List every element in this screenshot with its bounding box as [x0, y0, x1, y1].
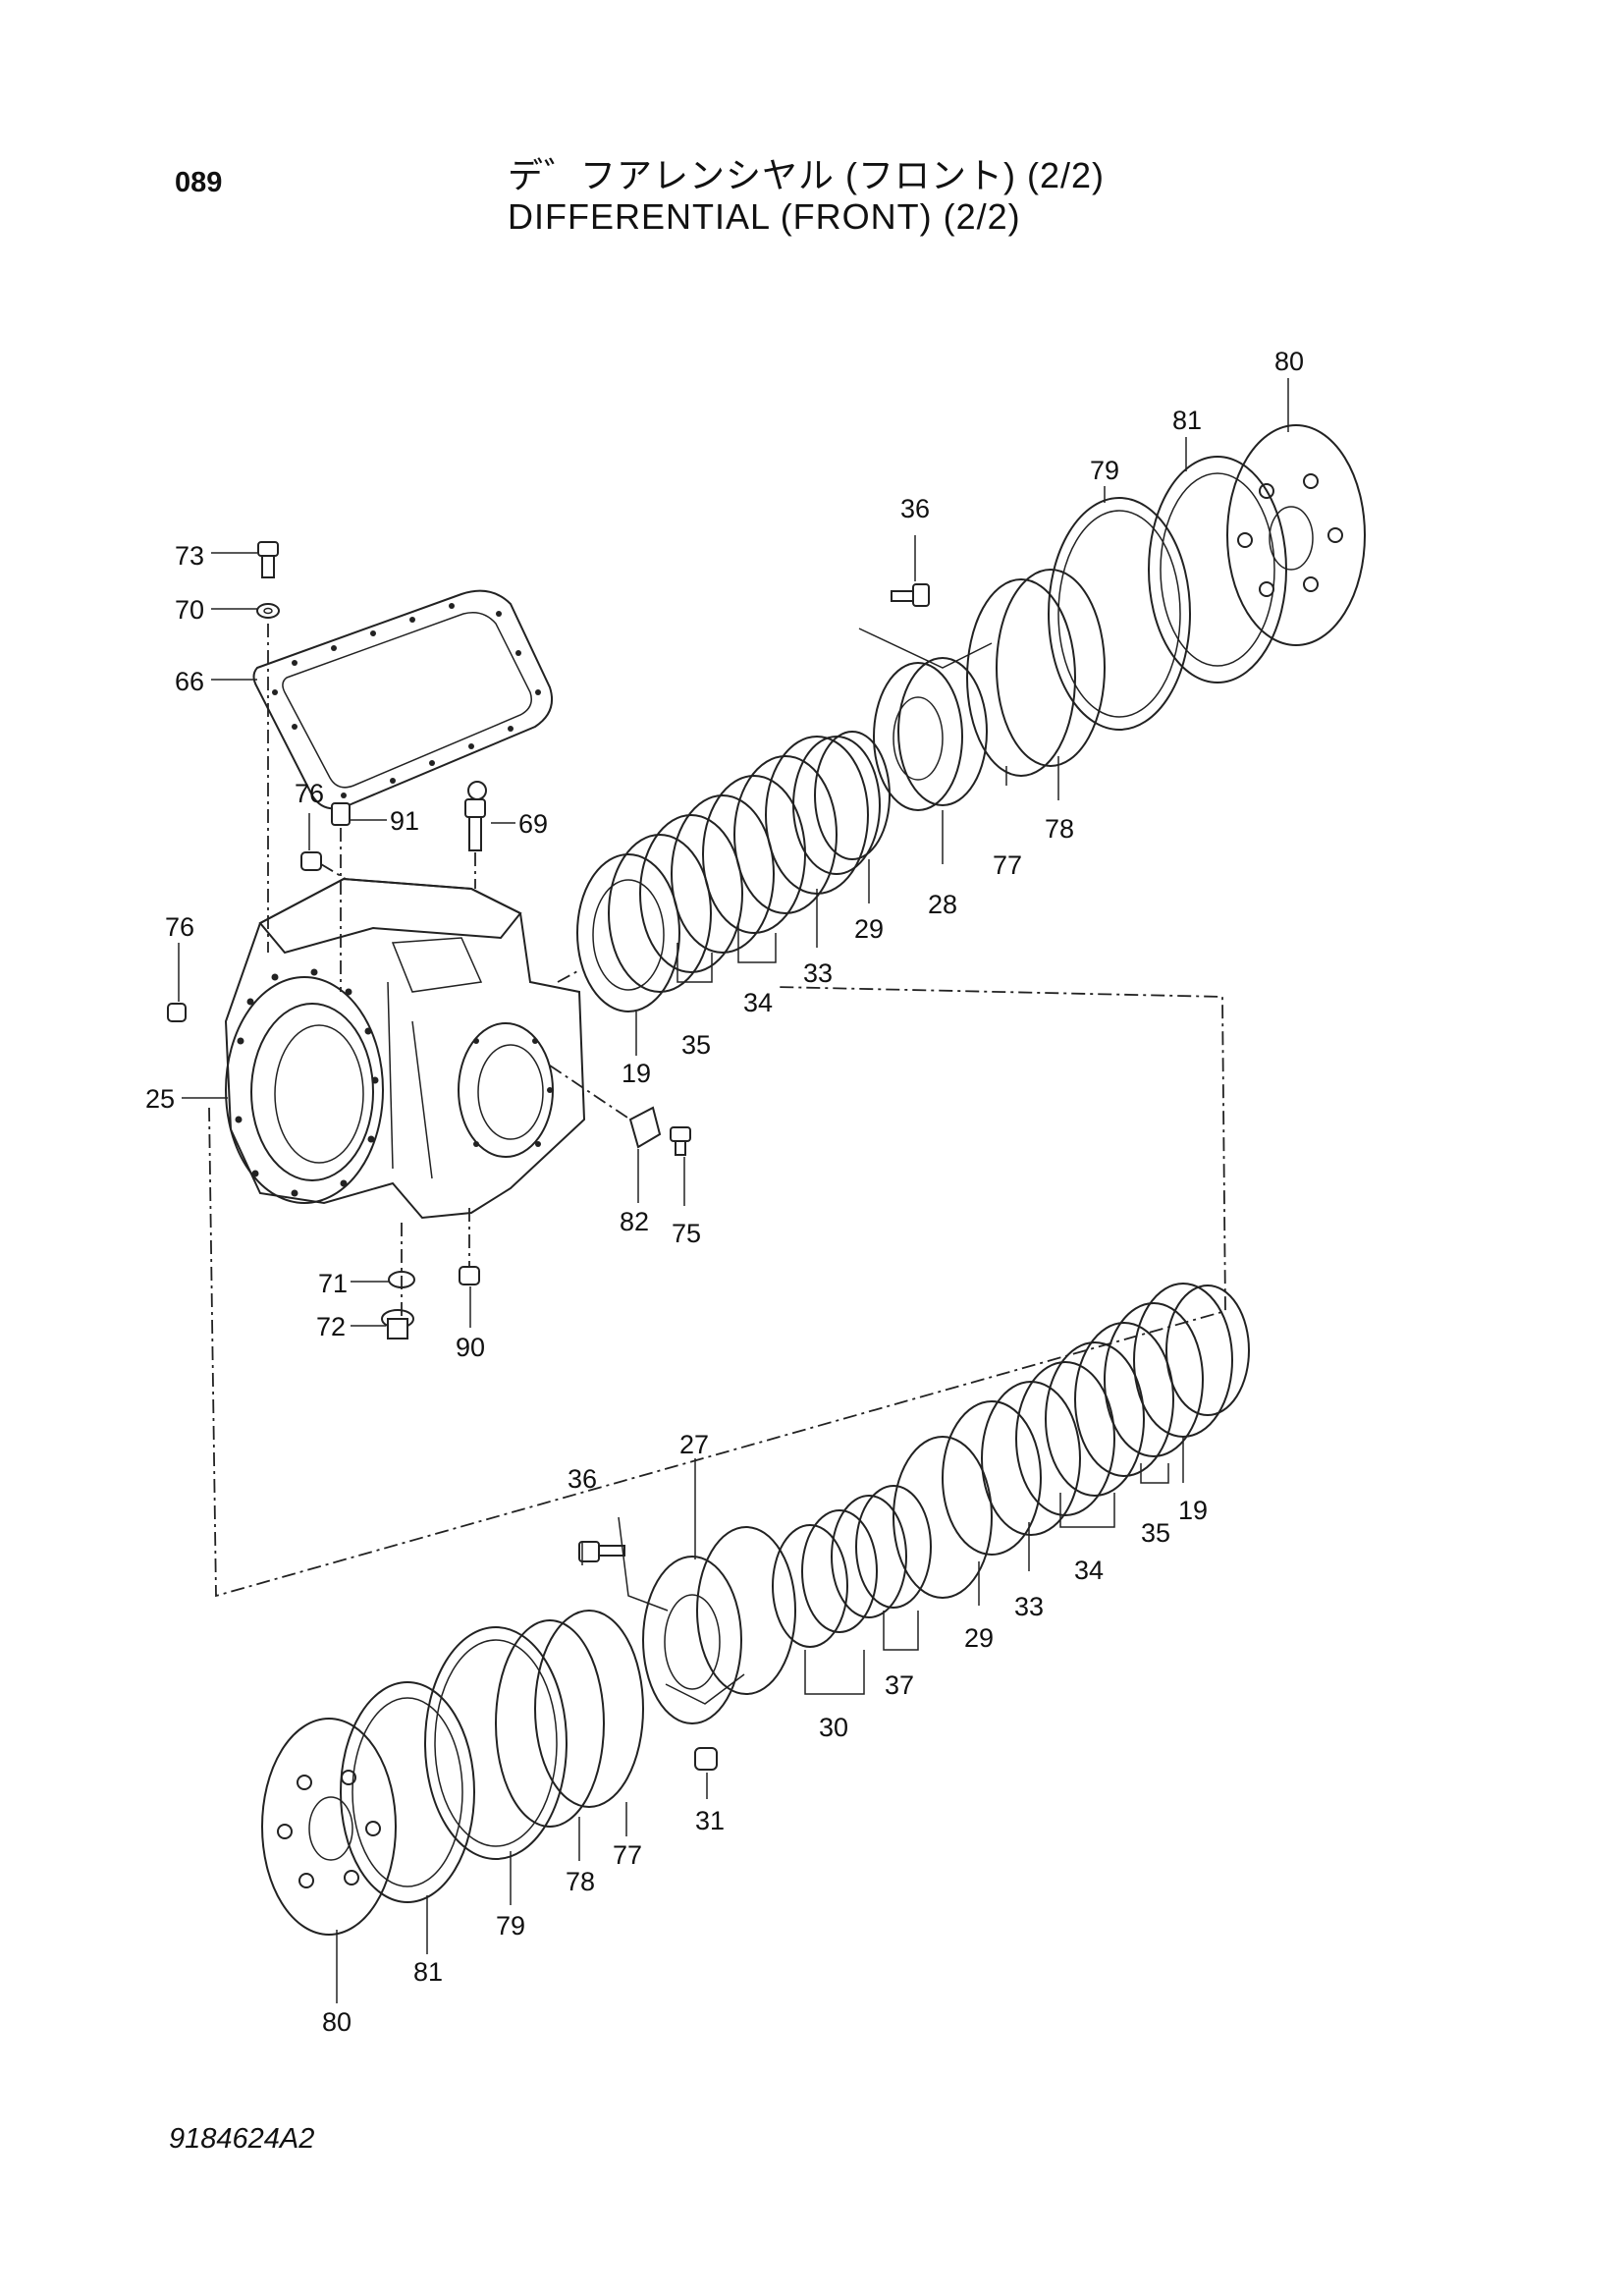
callout-80-lower: 80 [322, 2007, 352, 2037]
upper-bolt-36 [891, 583, 930, 607]
callout-69: 69 [518, 809, 548, 839]
cover-gasket [252, 589, 554, 810]
callout-27: 27 [679, 1430, 709, 1459]
callout-79-upper: 79 [1090, 456, 1119, 485]
callout-73: 73 [175, 541, 204, 571]
callout-81-upper: 81 [1172, 406, 1202, 435]
lower-plate-79 [424, 1626, 568, 1860]
callout-33-upper: 33 [803, 958, 833, 988]
callout-72: 72 [316, 1312, 346, 1341]
lower-seal-78 [495, 1619, 605, 1828]
callout-79-lower: 79 [496, 1911, 525, 1941]
callout-36-lower: 36 [568, 1464, 597, 1494]
callout-25: 25 [145, 1084, 175, 1114]
callout-35-lower: 35 [1141, 1518, 1170, 1548]
callout-29-lower: 29 [964, 1623, 994, 1653]
callout-81-lower: 81 [413, 1957, 443, 1987]
upper-plate-81 [1148, 456, 1287, 683]
callout-76-top: 76 [295, 779, 324, 808]
callout-19-upper: 19 [622, 1059, 651, 1088]
callout-71: 71 [318, 1269, 348, 1298]
drain-plug-72 [381, 1309, 414, 1339]
upper-seal-77 [966, 578, 1076, 777]
upper-snap-ring [814, 731, 891, 860]
callout-91: 91 [390, 806, 419, 836]
page-number: 089 [175, 167, 223, 198]
differential-housing [224, 877, 586, 1220]
callout-78-upper: 78 [1045, 814, 1074, 844]
breather-69 [464, 781, 487, 851]
lower-plate-80 [261, 1718, 397, 1936]
callout-82: 82 [620, 1207, 649, 1236]
callout-34-upper: 34 [743, 988, 773, 1017]
lower-snap-ring [893, 1436, 993, 1599]
callout-77-lower: 77 [613, 1840, 642, 1870]
callout-31: 31 [695, 1806, 725, 1835]
callout-70: 70 [175, 595, 204, 625]
title-japanese: デ゛フアレンシヤル (フロント) (2/2) [508, 155, 1106, 195]
plug-76-top [300, 851, 322, 871]
upper-piston [873, 657, 988, 811]
callout-77-upper: 77 [993, 850, 1022, 880]
rivet-75 [670, 1126, 691, 1156]
upper-plate-79 [1048, 497, 1191, 731]
callout-37: 37 [885, 1670, 914, 1700]
drawing-number: 9184624A2 [169, 2123, 315, 2155]
callout-29-upper: 29 [854, 914, 884, 944]
callout-75: 75 [672, 1219, 701, 1248]
callout-78-lower: 78 [566, 1867, 595, 1896]
callout-19-lower: 19 [1178, 1496, 1208, 1525]
upper-clutch-pack [576, 736, 881, 1012]
callout-80-upper: 80 [1274, 347, 1304, 376]
plug-90 [459, 1266, 480, 1285]
plug-91 [331, 802, 351, 826]
callout-76-left: 76 [165, 912, 194, 942]
lower-seal-77 [534, 1610, 644, 1808]
lower-clutch-pack [942, 1283, 1250, 1556]
name-plate [628, 1106, 662, 1149]
cover-bolt [257, 541, 279, 578]
callout-leaders [178, 378, 1289, 2003]
lower-plug-31 [694, 1747, 718, 1771]
cover-washer [256, 603, 280, 619]
lower-springs [772, 1485, 932, 1648]
upper-plate-80 [1226, 424, 1366, 646]
callout-28: 28 [928, 890, 957, 919]
lower-piston-27 [642, 1526, 796, 1724]
callout-33-lower: 33 [1014, 1592, 1044, 1621]
callout-90: 90 [456, 1333, 485, 1362]
callout-34-lower: 34 [1074, 1556, 1104, 1585]
lower-bolt-36 [578, 1541, 625, 1562]
callout-30: 30 [819, 1713, 848, 1742]
callout-labels: 80 81 79 36 73 70 66 76 91 69 76 77 78 2… [145, 347, 1304, 2037]
lower-plate-81 [340, 1681, 475, 1903]
plug-76-left [167, 1003, 187, 1022]
upper-seal-78 [996, 569, 1106, 767]
callout-36-upper: 36 [900, 494, 930, 523]
title-english: DIFFERENTIAL (FRONT) (2/2) [508, 196, 1021, 237]
callout-35-upper: 35 [681, 1030, 711, 1060]
callout-66: 66 [175, 667, 204, 696]
